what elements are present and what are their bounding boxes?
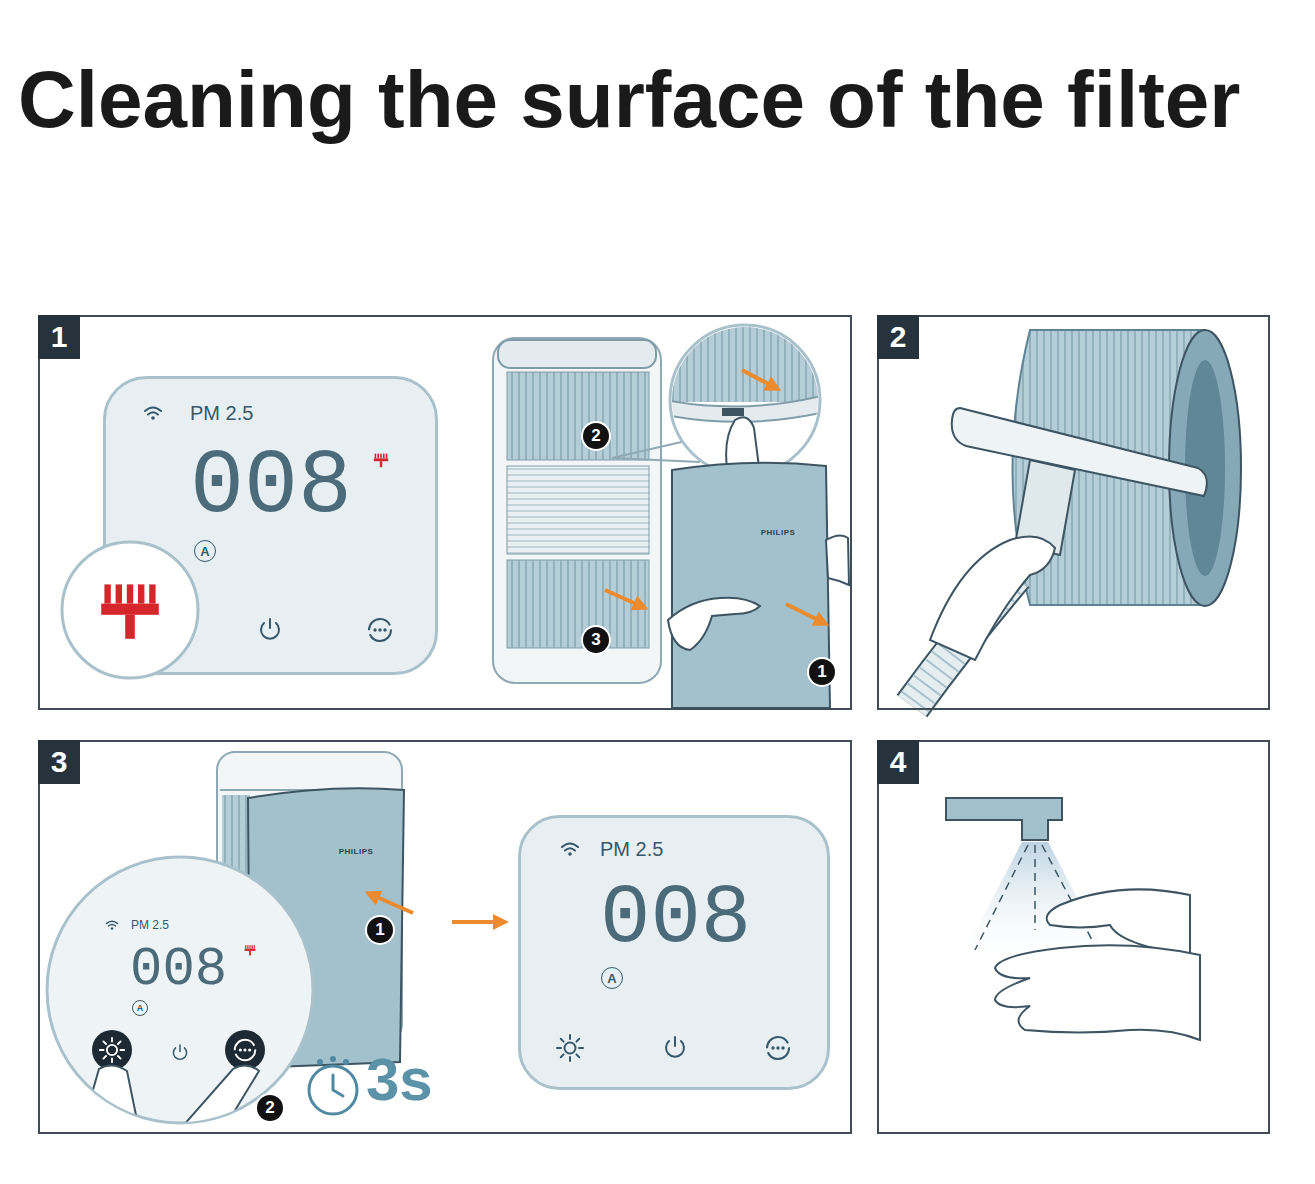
page-title: Cleaning the surface of the filter <box>18 60 1240 140</box>
step-number: 4 <box>877 740 919 784</box>
control-display: PM 2.5 008A <box>518 815 830 1090</box>
step-panel: 4 <box>877 740 1270 1134</box>
pm-reading: 008 <box>600 877 751 961</box>
pm-reading: 008 <box>130 943 227 997</box>
auto-mode-icon: A <box>132 1000 148 1016</box>
brand-mark: PHILIPS <box>339 848 374 856</box>
sensor-label: PM 2.5 <box>600 839 663 859</box>
brand-mark: PHILIPS <box>761 529 796 537</box>
step-panel: 2 <box>877 315 1270 710</box>
step-number: 2 <box>877 315 919 359</box>
purifier-drawing <box>493 320 849 708</box>
step-panel: 3 PM 2.5008A PM 2.5008A <box>38 740 852 1134</box>
callout-number: 2 <box>257 1095 283 1121</box>
callout-number: 1 <box>809 659 835 685</box>
pm-reading: 008 <box>190 442 352 532</box>
auto-mode-icon: A <box>601 967 623 989</box>
callout-number: 3 <box>583 627 609 653</box>
sensor-label: PM 2.5 <box>131 919 169 931</box>
step-number: 1 <box>38 315 80 359</box>
sensor-label: PM 2.5 <box>190 403 253 423</box>
callout-number: 2 <box>583 423 609 449</box>
step-number: 3 <box>38 740 80 784</box>
control-display: PM 2.5 008A <box>103 376 438 675</box>
hold-duration: 3s <box>366 1050 433 1110</box>
step-panel: 1 PM 2.5 008A <box>38 315 852 710</box>
handwash-drawing <box>946 798 1200 1040</box>
callout-number: 1 <box>367 917 393 943</box>
vacuum-drawing <box>912 330 1241 706</box>
zoom-circle: PM 2.5 008A <box>45 855 315 1125</box>
auto-mode-icon: A <box>194 540 216 562</box>
